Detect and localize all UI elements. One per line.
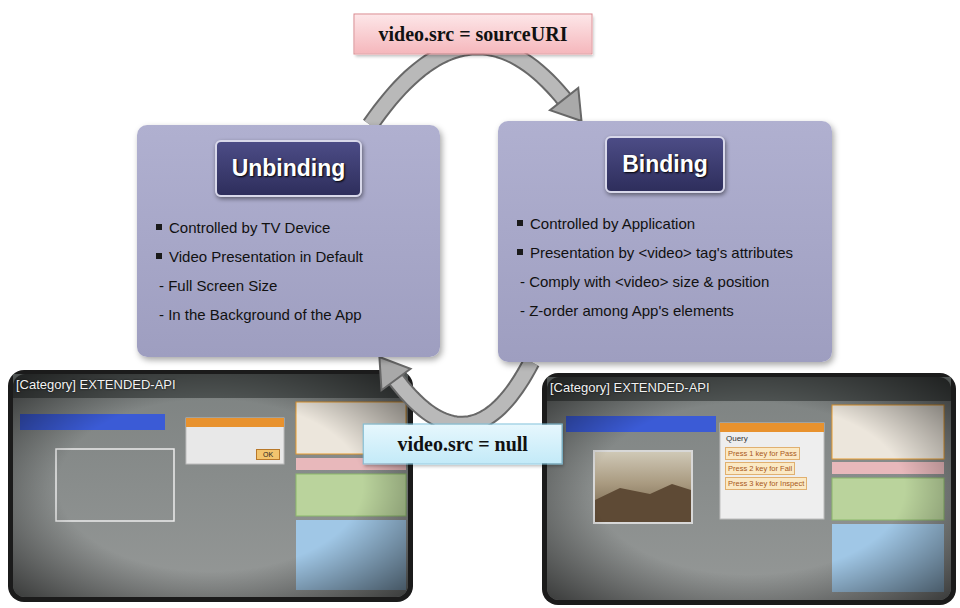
state-panel: BindingControlled by ApplicationPresenta… (498, 121, 832, 362)
arrow-body (370, 46, 566, 125)
bullet-item: Controlled by TV Device (155, 213, 422, 242)
transition-arrow (370, 46, 581, 125)
tv-screen (13, 374, 408, 597)
sub-item: - Z-order among App's elements (516, 296, 814, 325)
state-title: Binding (605, 136, 725, 193)
arrow-head (550, 88, 581, 121)
tv-screenshot: [Category] EXTENDED-API OK (8, 370, 413, 602)
dialog-button: Press 1 key for Pass (725, 447, 800, 460)
tv-screen (547, 377, 951, 600)
arrow-body (394, 362, 532, 425)
photo-frame (8, 370, 413, 602)
bullet-item: Controlled by Application (516, 209, 814, 238)
dialog-button: OK (256, 449, 280, 460)
screen-title: [Category] EXTENDED-API (16, 377, 176, 392)
bullet-item: Video Presentation in Default (155, 242, 422, 271)
bullet-item: Presentation by <video> tag's attributes (516, 238, 814, 267)
arrow-outline (394, 362, 532, 425)
transition-label: video.src = null (362, 423, 563, 464)
vignette (547, 377, 951, 600)
state-title: Unbinding (215, 140, 363, 197)
arrow-outline (370, 46, 566, 125)
sub-item: - Full Screen Size (155, 271, 422, 300)
dialog-text: Query (726, 434, 748, 444)
photo-frame (542, 373, 956, 605)
screen-title: [Category] EXTENDED-API (550, 380, 710, 395)
state-panel: UnbindingControlled by TV DeviceVideo Pr… (137, 125, 440, 357)
transition-arrow (379, 357, 531, 425)
vignette (13, 374, 408, 597)
transition-label: video.src = sourceURI (353, 13, 592, 54)
dialog-button: Press 2 key for Fail (725, 462, 795, 475)
sub-item: - In the Background of the App (155, 300, 422, 329)
dialog-button: Press 3 key for Inspect (725, 477, 807, 490)
tv-screenshot: [Category] EXTENDED-API QueryPress 1 key … (542, 373, 956, 605)
sub-item: - Comply with <video> size & position (516, 267, 814, 296)
arrow-head (379, 357, 410, 390)
